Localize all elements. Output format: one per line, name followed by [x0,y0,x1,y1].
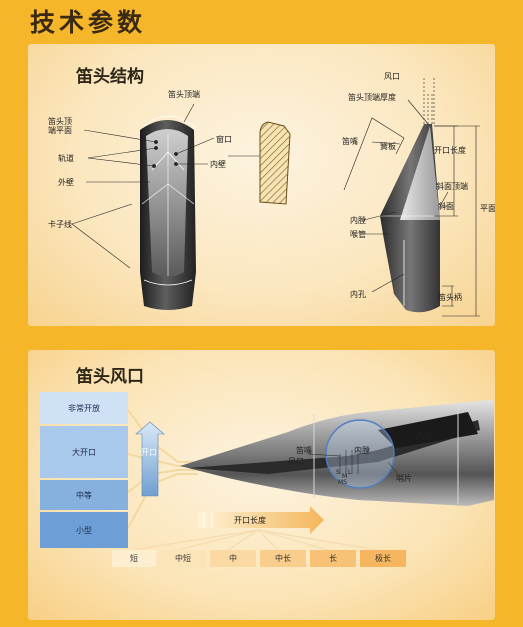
label-tip-beak: 笛嘴 [296,446,312,455]
structure-panel: 笛头结构 [28,44,495,326]
tip-title: 笛头风口 [76,367,144,387]
length-very-long: 极长 [360,550,406,567]
label-tip-reed: 哨片 [396,474,412,483]
opening-large: 大开口 [40,426,128,478]
opening-very-open: 非常开放 [40,392,128,424]
label-tip-thickness: 笛头顶端厚度 [348,93,396,102]
label-tip-bore: 内孔 [416,432,432,441]
length-medium-long: 中长 [260,550,306,567]
structure-title: 笛头结构 [76,67,144,87]
label-inner-wall: 内壁 [210,160,226,169]
label-ms: MS [338,479,347,486]
structure-diagram [71,78,480,317]
label-opening-arrow: 开口 [141,448,157,457]
label-table-top-1: 笛头顶 [48,117,72,126]
label-window: 窗口 [216,135,232,144]
tip-diagram [127,400,494,551]
label-tip-rail: 笛头顶端 [168,90,200,99]
label-facing-top: 斜面顶端 [436,182,468,191]
label-rails: 轨道 [58,154,74,163]
label-tip-opening2: 风口 [288,457,304,466]
label-s: S [336,469,340,476]
opening-arrow [135,421,165,497]
label-reed: 簧板 [380,142,396,151]
label-outer-wall: 外壁 [58,178,74,187]
label-tip-opening: 风口 [384,72,400,81]
length-medium-short: 中短 [160,550,206,567]
label-card-line: 卡子线 [48,220,72,229]
label-facing: 斜面 [438,202,454,211]
reed [400,126,440,220]
window [146,129,188,277]
length-long: 长 [310,550,356,567]
length-short: 短 [112,550,156,567]
label-m: M [342,473,348,480]
label-bore: 内孔 [350,290,366,299]
label-table-top-2: 端平面 [48,126,72,135]
opening-small: 小型 [40,512,128,548]
label-beak: 笛嘴 [342,137,358,146]
label-shank: 笛头柄 [438,293,462,302]
label-facing-length2: 开口长度 [234,516,266,525]
cross-section [259,121,291,205]
label-chamber: 内膛 [350,216,366,225]
length-medium: 中 [210,550,256,567]
tip-magnifier [325,419,395,489]
page-title: 技术参数 [30,8,147,37]
tip-panel: 笛头风口 [28,350,495,620]
label-l: L [348,469,352,476]
label-table: 平面 [480,204,495,213]
label-tip-chamber: 内膛 [354,446,370,455]
opening-medium: 中等 [40,480,128,510]
label-facing-length: 开口长度 [434,146,466,155]
facing-length-arrow [198,506,324,534]
label-throat: 喉管 [350,230,366,239]
tip-reed [188,420,480,474]
